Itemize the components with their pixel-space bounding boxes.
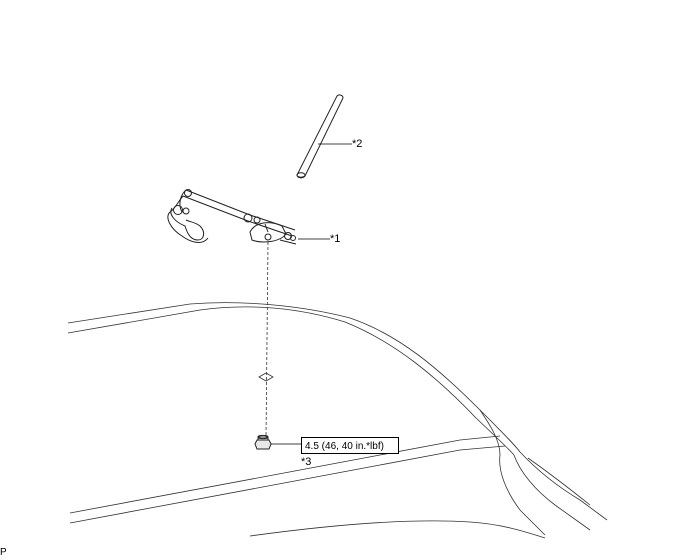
vehicle-roof-outline: [67, 302, 608, 539]
callout-label-2: *2: [352, 138, 363, 150]
alignment-line: [265, 241, 269, 438]
callout-label-1: *1: [330, 233, 341, 245]
torque-spec-box: 4.5 (46, 40 in.*lbf): [301, 437, 399, 454]
figure-id: P: [0, 547, 7, 558]
antenna-pole: [296, 94, 344, 179]
antenna-nut: [254, 434, 272, 450]
callout-label-3: *3: [301, 456, 312, 468]
antenna-assembly: [167, 189, 297, 245]
roof-mount-hole: [258, 372, 274, 382]
